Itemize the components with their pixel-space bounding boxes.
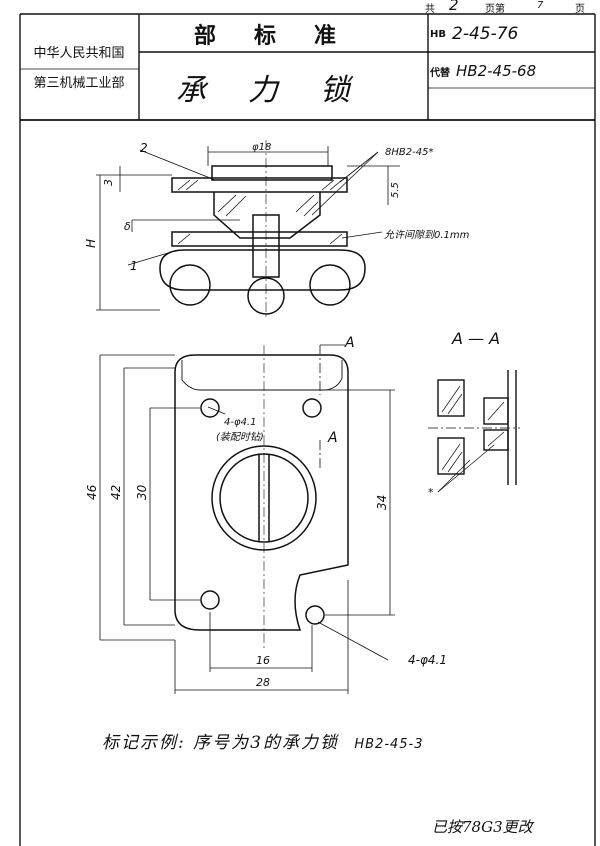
dim-16-label: 16	[256, 654, 270, 667]
page-number: 7	[537, 0, 544, 11]
dim-34-label: 34	[375, 495, 389, 510]
dim-46-label: 46	[85, 484, 99, 500]
standard-code: HB 2-45-76	[430, 14, 595, 54]
page-mid: 页第	[485, 4, 505, 15]
section-aa-lower-right	[483, 429, 509, 451]
standard-type: 部标准	[193, 24, 374, 49]
leader-part-1	[127, 249, 179, 266]
section-aa-star: *	[428, 486, 434, 499]
section-aa-upper-left	[437, 379, 465, 417]
dim-5-5-label: 5.5	[390, 182, 401, 198]
holes-callout: 4-φ4.1	[224, 417, 256, 428]
right-roller	[309, 264, 351, 306]
section-aa-title: A — A	[451, 329, 500, 348]
top-flange	[171, 177, 348, 193]
dim-42-label: 42	[109, 485, 123, 500]
part-1-label: 1	[130, 259, 138, 273]
dim-3-label: 3	[102, 179, 115, 186]
top-section-view	[96, 140, 400, 320]
marking-text: 标记示例: 序号为3的承力锁	[102, 733, 339, 753]
marking-example: 标记示例: 序号为3的承力锁 HB2-45-3	[102, 728, 424, 753]
org-line-2: 第三机械工业部	[33, 76, 125, 91]
code-value: 2-45-76	[452, 24, 519, 44]
dim-d18-label: φ18	[252, 142, 271, 153]
dim-delta-label: δ	[124, 220, 131, 233]
clearance-note: 允许间隙到0.1mm	[384, 229, 470, 241]
page-total: 2	[449, 0, 459, 14]
page-prefix: 共	[425, 4, 435, 15]
leader-part-2	[139, 149, 216, 181]
org-line-1: 中华人民共和国	[33, 46, 125, 61]
replaces-value: HB2-45-68	[456, 62, 537, 80]
section-aa-view	[428, 370, 520, 493]
page-suffix: 页	[575, 4, 585, 15]
part-2-label: 2	[140, 141, 148, 155]
holes-note: (装配时钻)	[216, 431, 264, 443]
page-counter: 共 2 页第 7 页	[425, 0, 600, 15]
center-ball	[247, 277, 285, 315]
mount-hole-bl	[200, 590, 220, 610]
replaces-prefix: 代替	[430, 67, 450, 79]
section-mark-bottom: A	[327, 430, 338, 446]
leader-clearance	[341, 231, 383, 239]
lower-housing	[159, 249, 366, 291]
mount-hole-br	[305, 605, 325, 625]
dim-30-label: 30	[135, 484, 149, 500]
middle-flange	[171, 231, 348, 247]
plate-outline	[174, 354, 349, 631]
left-roller	[169, 264, 211, 306]
section-aa-lower-left	[437, 437, 465, 475]
top-cap	[211, 165, 333, 181]
upper-body	[213, 192, 321, 239]
dim-H-label: H	[84, 239, 98, 248]
leader-star	[437, 459, 471, 493]
document-title: 承力锁	[176, 73, 392, 108]
plan-view	[99, 344, 395, 694]
leader-ref-std	[339, 151, 379, 183]
mount-hole-tl	[200, 398, 220, 418]
leader-holes	[207, 406, 226, 415]
dim-28-label: 28	[256, 676, 270, 689]
holes-callout-b: 4-φ4.1	[408, 653, 447, 667]
code-prefix: HB	[430, 28, 446, 40]
leader-holes-b	[317, 621, 389, 661]
revision-note: 已按78G3更改	[432, 818, 533, 836]
mount-hole-tr	[302, 398, 322, 418]
marking-code: HB2-45-3	[354, 737, 424, 752]
ref-standard-label: 8HB2-45*	[385, 147, 433, 158]
issuing-authority: 中华人民共和国 第三机械工业部	[20, 20, 138, 118]
section-mark-top: A	[344, 335, 355, 351]
replaces-code: 代替 HB2-45-68	[430, 56, 595, 86]
